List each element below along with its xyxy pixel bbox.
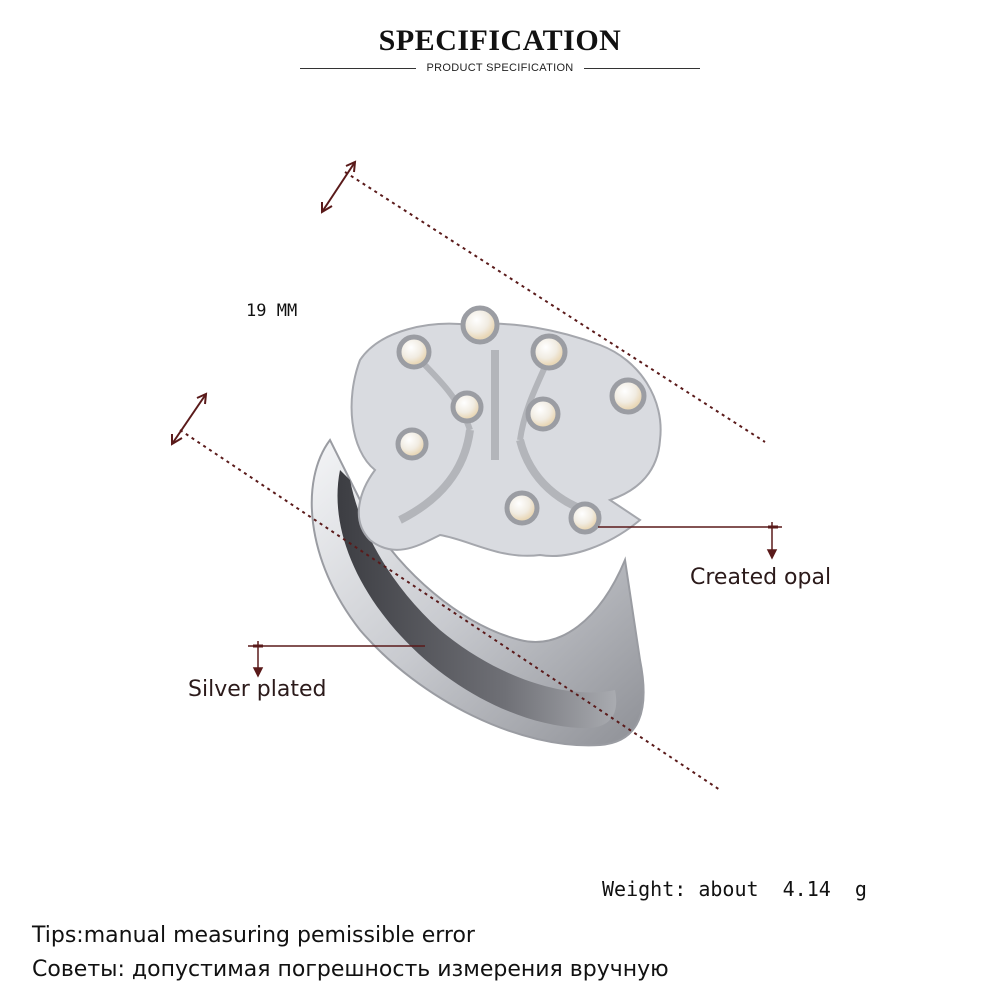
tips-russian: Советы: допустимая погрешность измерения… [32, 957, 669, 982]
page-title: SPECIFICATION [378, 24, 622, 57]
subtitle-left-rule [300, 67, 417, 69]
dimension-arrowhead-bottom-down [171, 434, 183, 446]
opal-label: Created opal [690, 565, 832, 590]
subtitle-right-rule [583, 67, 701, 69]
opal-stones [395, 305, 647, 535]
dimension-line-bottom [179, 429, 721, 791]
weight-label: Weight: about 4.14 g [602, 877, 867, 901]
dimension-arrow-bottom [171, 393, 207, 445]
plating-leader [248, 641, 425, 678]
dimension-arrow-top [321, 161, 356, 213]
dimension-arrowhead-bottom-up [196, 392, 208, 405]
page-subtitle: PRODUCT SPECIFICATION [426, 62, 574, 74]
tips-english: Tips:manual measuring pemissible error [32, 923, 475, 948]
dimension-lines [171, 160, 766, 791]
dimension-arrowhead-top-up [345, 160, 357, 173]
opal-leader [598, 522, 782, 560]
subtitle-row: PRODUCT SPECIFICATION [300, 62, 701, 74]
dimension-arrowhead-top-down [321, 202, 333, 214]
dimension-label: 19 MM [246, 301, 298, 321]
plating-label: Silver plated [188, 677, 327, 702]
